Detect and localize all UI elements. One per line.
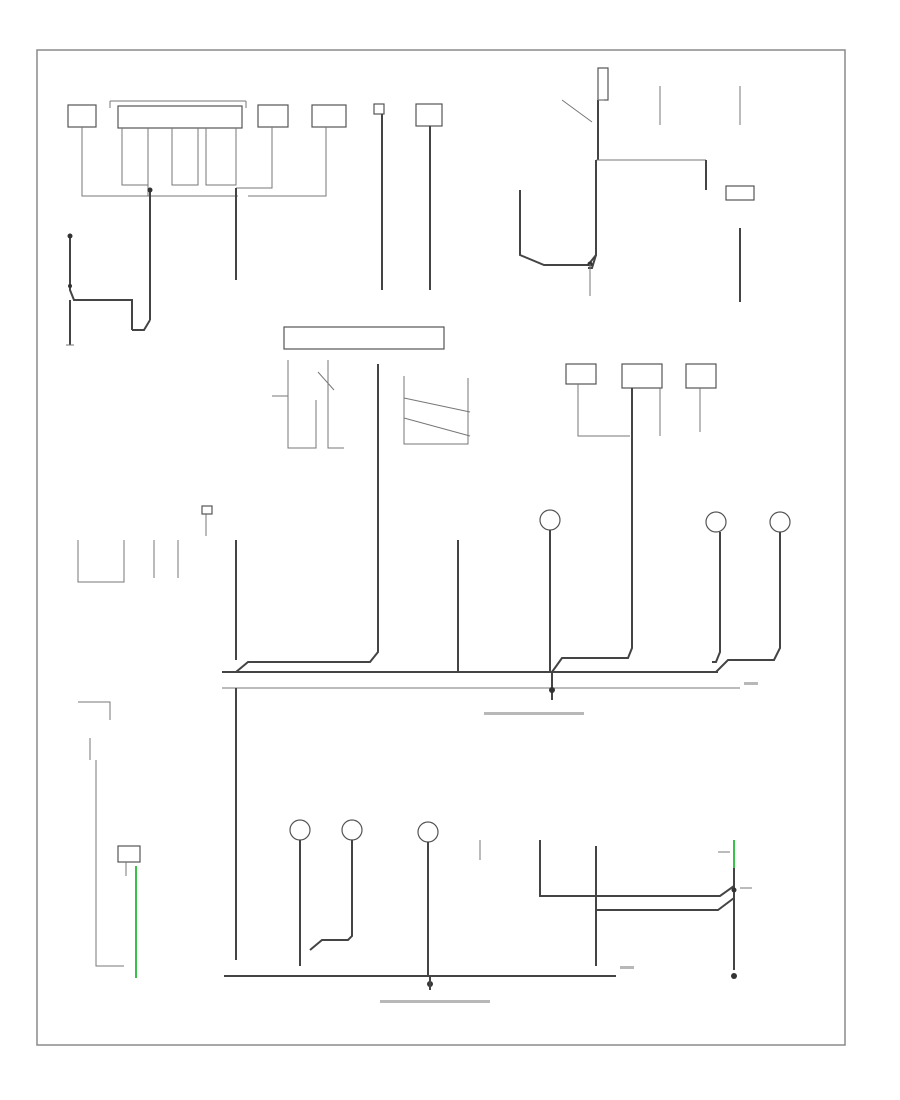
row-three-components xyxy=(289,819,752,975)
lower-ground-bus xyxy=(224,966,737,1003)
ground-point xyxy=(549,687,555,693)
bulb-icon xyxy=(341,819,363,841)
component-box xyxy=(685,363,717,389)
component-box xyxy=(565,363,597,385)
bulb-icon xyxy=(539,509,561,531)
component-box xyxy=(67,104,97,128)
lower-left-components xyxy=(78,688,237,978)
component-box xyxy=(257,104,289,128)
top-right-components xyxy=(519,67,755,302)
ground-point xyxy=(731,973,737,979)
splice-node xyxy=(67,233,73,239)
module-connector xyxy=(283,326,445,350)
component-box xyxy=(311,104,347,128)
component-box xyxy=(725,185,755,201)
bulb-icon xyxy=(417,821,439,843)
top-left-components xyxy=(66,100,347,346)
component-box xyxy=(415,103,443,127)
upper-ground-bus xyxy=(222,671,758,715)
bulb-icon xyxy=(769,511,791,533)
splice-node xyxy=(147,187,153,193)
splice-node xyxy=(68,284,72,288)
middle-left-components xyxy=(77,505,237,660)
bulb-icon xyxy=(289,819,311,841)
component-box xyxy=(621,363,663,389)
multi-pin-connector xyxy=(117,105,243,129)
splice-node xyxy=(731,887,737,893)
component-box xyxy=(117,845,141,863)
top-center-leads xyxy=(373,103,443,290)
middle-right-components xyxy=(551,363,717,673)
row-two-components xyxy=(457,509,791,673)
component-box xyxy=(597,67,609,101)
diagram-frame xyxy=(36,49,846,1046)
middle-module-block xyxy=(235,326,471,673)
bulb-icon xyxy=(705,511,727,533)
